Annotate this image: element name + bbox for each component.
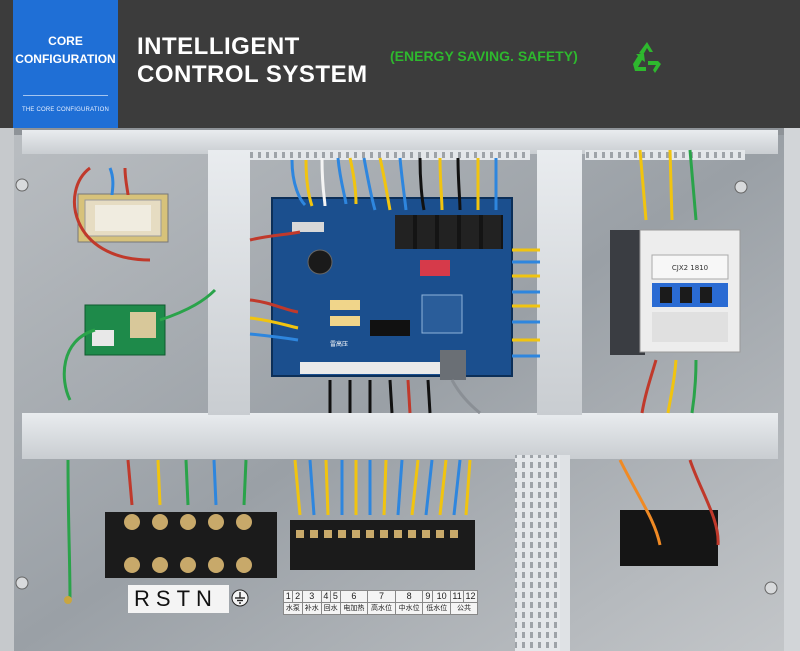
headline-line2: CONTROL SYSTEM <box>137 61 368 88</box>
terminal-name: 补水 <box>301 602 322 615</box>
terminal-number: 3 <box>301 590 322 603</box>
core-configuration-badge: CORE CONFIGURATION THE CORE CONFIGURATIO… <box>13 0 118 128</box>
pcb-label: 雷高压 <box>330 340 348 348</box>
terminal-number-strip: 1 2 3 4 5 6 7 8 9 10 11 12 水泵 补水 回水 <box>282 590 478 615</box>
terminal-number: 1 <box>282 590 294 603</box>
terminal-name: 电加热 <box>339 602 369 615</box>
terminal-name: 水泵 <box>283 602 303 615</box>
terminal-letter-s: S <box>155 586 177 611</box>
badge-divider <box>23 95 108 96</box>
terminal-number: 10 <box>432 590 452 603</box>
terminal-number: 12 <box>463 590 478 603</box>
ground-icon <box>231 589 249 607</box>
terminal-number-row: 1 2 3 4 5 6 7 8 9 10 11 12 <box>282 590 478 603</box>
terminal-number: 6 <box>339 590 369 603</box>
rstn-terminal-label: RSTN <box>128 585 229 613</box>
terminal-number: 7 <box>367 590 396 603</box>
header-banner: CORE CONFIGURATION THE CORE CONFIGURATIO… <box>0 0 800 128</box>
terminal-name-row: 水泵 补水 回水 电加热 高水位 中水位 低水位 公共 <box>283 602 478 615</box>
terminal-name: 公共 <box>450 602 478 615</box>
contactor-label: CJX2 1810 <box>672 264 708 272</box>
terminal-number: 2 <box>292 590 303 603</box>
terminal-number: 8 <box>394 590 424 603</box>
control-cabinet-illustration: 雷高压 <box>0 128 800 651</box>
terminal-number-table: 1 2 3 4 5 6 7 8 9 10 11 12 水泵 补水 回水 <box>282 590 478 615</box>
badge-subtitle: THE CORE CONFIGURATION <box>22 107 109 113</box>
control-panel-photo: 雷高压 <box>0 128 800 651</box>
terminal-name: 高水位 <box>367 602 396 615</box>
badge-title-line1: CORE <box>48 34 83 48</box>
transformer <box>73 166 169 262</box>
headline-line1: INTELLIGENT <box>137 33 300 60</box>
recycle-icon <box>633 42 661 73</box>
terminal-number: 11 <box>450 590 465 603</box>
terminal-number: 9 <box>422 590 434 603</box>
headline: INTELLIGENT CONTROL SYSTEM <box>137 33 368 89</box>
terminal-number: 4 <box>320 590 332 603</box>
badge-title-line2: CONFIGURATION <box>15 52 116 66</box>
terminal-number: 5 <box>330 590 341 603</box>
terminal-letter-n: N <box>196 586 218 611</box>
terminal-name: 低水位 <box>422 602 452 615</box>
terminal-name: 回水 <box>320 602 341 615</box>
terminal-letter-r: R <box>134 586 156 611</box>
terminal-letter-t: T <box>176 586 197 611</box>
tagline: (ENERGY SAVING. SAFETY) <box>390 48 578 64</box>
badge-title: CORE CONFIGURATION <box>13 32 118 68</box>
terminal-name: 中水位 <box>394 602 424 615</box>
